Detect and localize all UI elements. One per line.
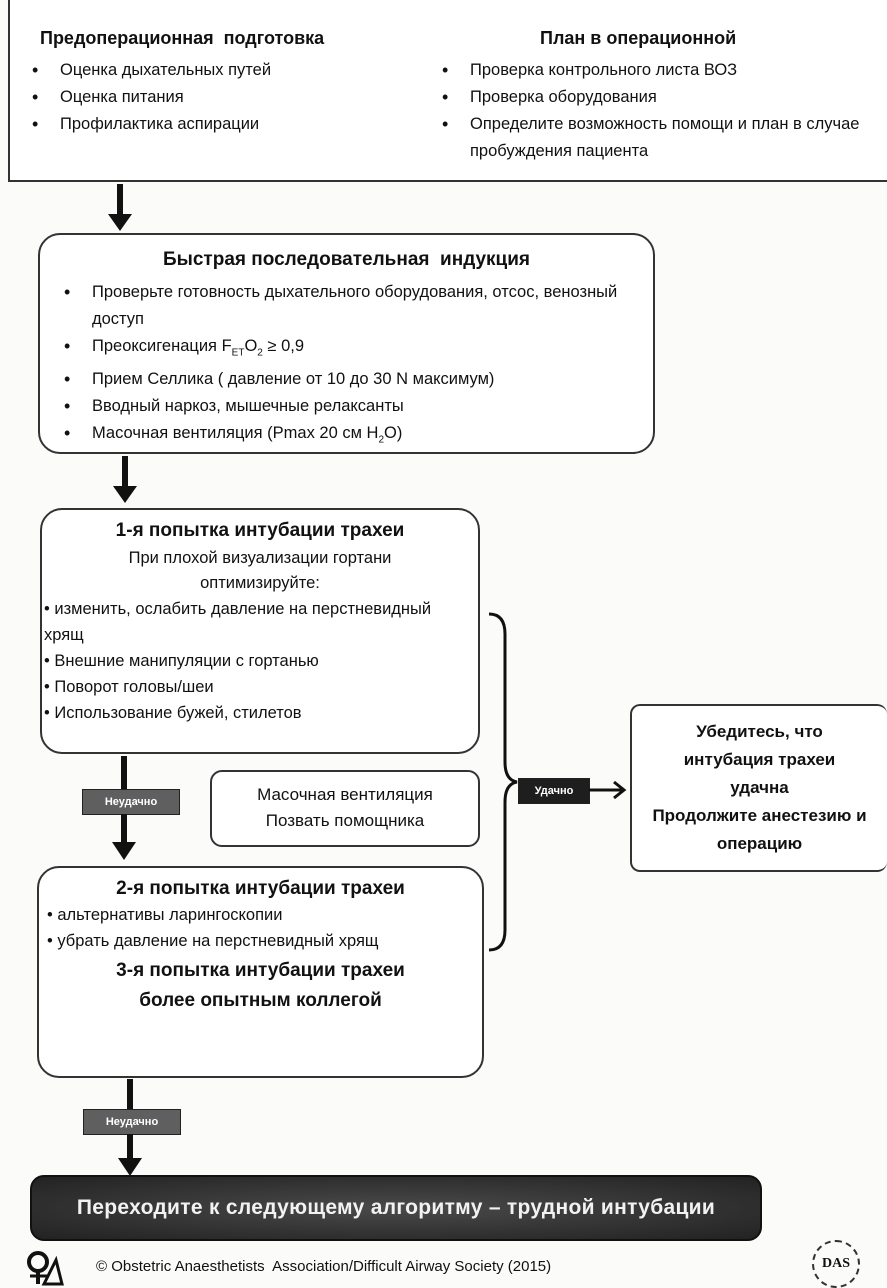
rsi-item-sub: ET	[231, 347, 245, 359]
or-plan-list: Проверка контрольного листа ВОЗ Проверка…	[430, 57, 885, 165]
arrow-right-icon	[589, 780, 627, 800]
arrow-down-icon	[112, 814, 136, 860]
bracket-shape	[488, 612, 518, 952]
fail-connector-line	[127, 1079, 133, 1109]
rsi-item-text: ≥ 0,9	[262, 337, 305, 355]
das-logo: DAS	[812, 1240, 860, 1288]
das-logo-text: DAS	[821, 1256, 850, 1271]
continue-anesthesia-text: Продолжите анестезию и операцию	[652, 806, 867, 853]
or-plan-item: Проверка оборудования	[430, 84, 885, 111]
rsi-item-sub: 2	[378, 434, 385, 446]
copyright-text: © Obstetric Anaesthetists Association/Di…	[96, 1258, 552, 1275]
second-attempt-item: альтернативы ларингоскопии	[47, 902, 474, 928]
mask-ventilation-box: Масочная вентиляция Позвать помощника	[210, 770, 480, 847]
rsi-title: Быстрая последовательная индукция	[162, 249, 531, 270]
first-attempt-title: 1-я попытка интубации трахеи	[115, 520, 405, 541]
rsi-item: Прием Селлика ( давление от 10 до 30 N м…	[52, 366, 642, 393]
fail-connector-line	[121, 756, 127, 789]
success-tag: Удачно	[518, 778, 590, 804]
next-algorithm-banner: Переходите к следующему алгоритму – труд…	[30, 1175, 762, 1241]
rsi-item: Преоксигенация FETO2 ≥ 0,9	[52, 333, 642, 366]
second-attempt-title: 2-я попытка интубации трахеи	[116, 878, 405, 899]
first-attempt-list: изменить, ослабить давление на перстневи…	[44, 596, 468, 726]
mask-ventilation-text: Масочная вентиляция	[257, 785, 433, 804]
preop-title: Предоперационная подготовка	[40, 28, 325, 48]
rsi-box: Быстрая последовательная индукция Провер…	[38, 233, 655, 454]
first-attempt-item: Использование бужей, стилетов	[44, 700, 468, 726]
arrow-down-icon	[118, 1134, 142, 1176]
second-attempt-list: альтернативы ларингоскопии убрать давлен…	[47, 902, 474, 954]
call-help-text: Позвать помощника	[265, 811, 425, 830]
first-attempt-item: Внешние манипуляции с гортанью	[44, 648, 468, 674]
second-attempt-box: 2-я попытка интубации трахеи альтернатив…	[37, 866, 484, 1078]
first-attempt-item: изменить, ослабить давление на перстневи…	[44, 596, 468, 648]
third-attempt-title: 3-я попытка интубации трахеи более опытн…	[116, 960, 405, 1011]
preop-item: Оценка питания	[20, 84, 420, 111]
or-plan-title: План в операционной	[540, 28, 737, 48]
or-plan-item: Проверка контрольного листа ВОЗ	[430, 57, 885, 84]
preparation-box: Предоперационная подготовка Оценка дыхат…	[8, 0, 887, 182]
arrow-down-icon	[113, 456, 137, 503]
rsi-item-text: O	[244, 337, 258, 355]
or-plan-item: Определите возможность помощи и план в с…	[430, 111, 885, 165]
rsi-item-text: O)	[384, 424, 403, 443]
oaa-logo-icon	[27, 1251, 64, 1286]
rsi-list: Проверьте готовность дыхательного оборуд…	[52, 279, 642, 454]
rsi-item: Вводный наркоз, мышечные релаксанты	[52, 393, 642, 420]
preop-item: Оценка дыхательных путей	[20, 57, 420, 84]
arrow-down-icon	[108, 184, 132, 231]
rsi-item: Проверьте готовность дыхательного оборуд…	[52, 279, 642, 333]
second-attempt-item: убрать давление на перстневидный хрящ	[47, 928, 467, 954]
rsi-item-text: Масочная вентиляция (Pmax 20 см H	[92, 424, 379, 443]
next-algorithm-text: Переходите к следующему алгоритму – труд…	[76, 1196, 716, 1219]
first-attempt-box: 1-я попытка интубации трахеи При плохой …	[40, 508, 480, 754]
confirm-intubation-text: Убедитесь, что интубация трахеи удачна	[683, 722, 836, 797]
rsi-item: Масочная вентиляция (Pmax 20 см H2O)	[52, 420, 642, 453]
first-attempt-subtitle: При плохой визуализации гортани оптимизи…	[128, 549, 392, 592]
first-attempt-item: Поворот головы/шеи	[44, 674, 468, 700]
preop-item: Профилактика аспирации	[20, 111, 420, 138]
preop-list: Оценка дыхательных путей Оценка питания …	[20, 57, 420, 138]
fail-tag: Неудачно	[82, 789, 180, 815]
success-box: Убедитесь, что интубация трахеи удачна П…	[630, 704, 887, 872]
rsi-item-sub: 2	[257, 347, 263, 359]
rsi-item-text: Преоксигенация F	[92, 337, 232, 355]
fail-tag: Неудачно	[83, 1109, 181, 1135]
